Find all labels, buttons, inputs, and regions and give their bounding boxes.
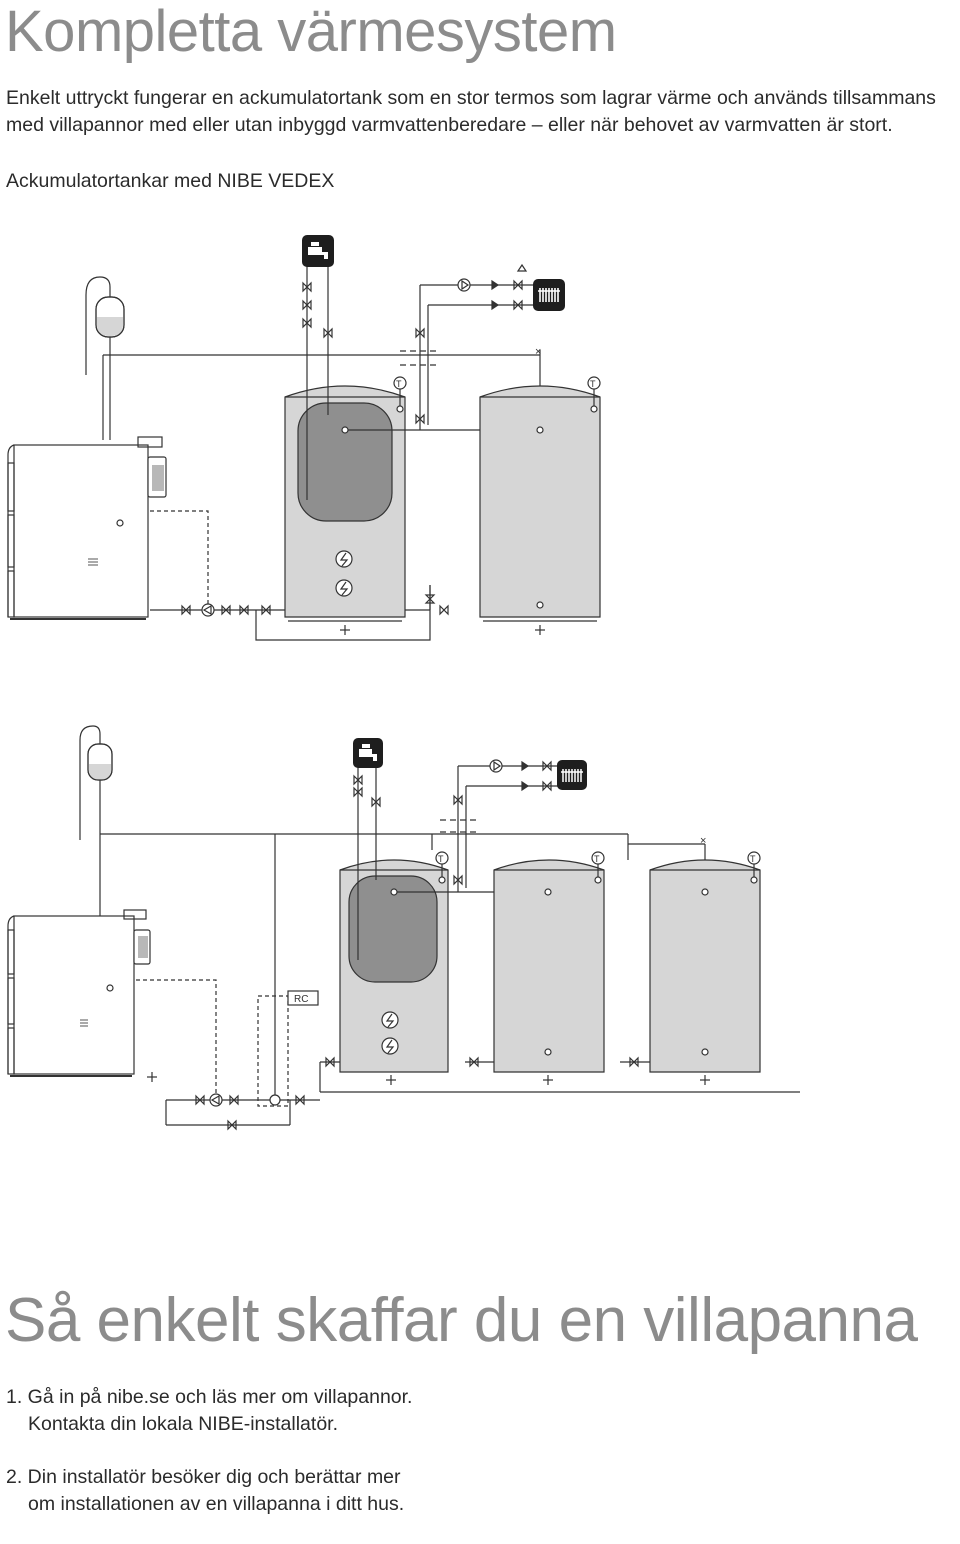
page-title: Kompletta värmesystem bbox=[5, 0, 617, 64]
step-2-line-2: om installationen av en villapanna i dit… bbox=[28, 1493, 405, 1515]
buffer-tank-2 bbox=[479, 385, 601, 635]
buffer-tank-3 bbox=[649, 859, 761, 1085]
step-1: 1. Gå in på nibe.se och läs mer om villa… bbox=[6, 1384, 412, 1438]
section-heading: Så enkelt skaffar du en villapanna bbox=[5, 1286, 918, 1355]
svg-text:T: T bbox=[438, 854, 444, 864]
electric-heater-icon bbox=[335, 550, 353, 597]
hot-water-tap-icon bbox=[302, 235, 334, 267]
thermometer-icon: T T bbox=[393, 376, 601, 413]
step-2-line-1: 2. Din installatör besöker dig och berät… bbox=[6, 1466, 401, 1488]
hot-water-tap-icon bbox=[353, 738, 383, 768]
svg-text:×: × bbox=[535, 346, 541, 358]
step-1-line-2: Kontakta din lokala NIBE-installatör. bbox=[28, 1413, 339, 1435]
svg-text:T: T bbox=[590, 379, 596, 389]
buffer-tank-2 bbox=[493, 859, 605, 1085]
rc-label: RC bbox=[294, 994, 308, 1005]
intro-paragraph: Enkelt uttryckt fungerar en ackumulatort… bbox=[6, 87, 936, 136]
step-1-line-1: 1. Gå in på nibe.se och läs mer om villa… bbox=[6, 1386, 413, 1408]
system-diagram-2: × RC bbox=[7, 725, 800, 1131]
svg-text:T: T bbox=[396, 379, 402, 389]
valve-icon bbox=[181, 604, 449, 616]
expansion-vessel-icon bbox=[79, 725, 113, 920]
step-2: 2. Din installatör besöker dig och berät… bbox=[6, 1464, 412, 1518]
buffer-tank-1 bbox=[284, 385, 540, 635]
wood-boiler-icon bbox=[7, 436, 167, 620]
system-diagram-1: × bbox=[7, 235, 601, 641]
radiator-icon bbox=[533, 279, 565, 311]
radiator-icon bbox=[557, 760, 587, 790]
electric-heater-icon bbox=[381, 1011, 399, 1055]
svg-text:×: × bbox=[700, 835, 706, 847]
expansion-vessel-icon bbox=[85, 276, 125, 440]
thermometer-icon: T T T bbox=[435, 851, 761, 884]
diagram-caption: Ackumulatortankar med NIBE VEDEX bbox=[6, 170, 335, 192]
svg-text:T: T bbox=[594, 854, 600, 864]
svg-text:T: T bbox=[750, 854, 756, 864]
steps-list: 1. Gå in på nibe.se och läs mer om villa… bbox=[6, 1384, 412, 1544]
buffer-tank-1 bbox=[339, 859, 548, 1085]
wood-boiler-icon bbox=[7, 909, 151, 1077]
